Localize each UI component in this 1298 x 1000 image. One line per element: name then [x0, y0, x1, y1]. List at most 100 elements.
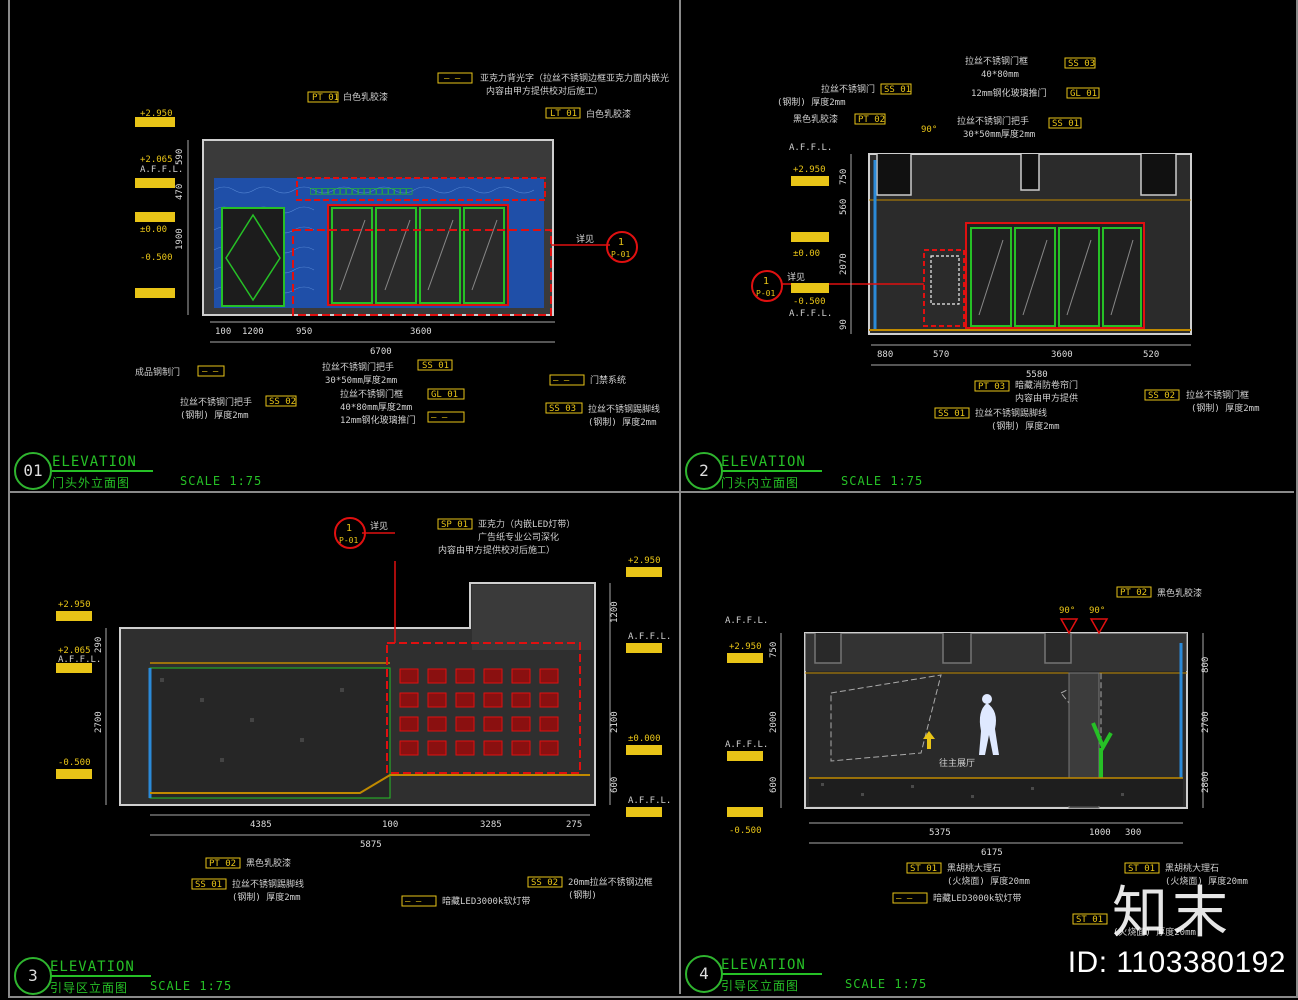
- svg-text:+2.950: +2.950: [628, 556, 661, 566]
- svg-text:SP 01: SP 01: [441, 520, 468, 530]
- svg-text:ST 01: ST 01: [1128, 864, 1155, 874]
- svg-text:1: 1: [346, 523, 352, 534]
- svg-text:PT 02: PT 02: [858, 115, 885, 125]
- svg-text:— —: — —: [553, 376, 570, 386]
- svg-text:详见: 详见: [787, 271, 805, 283]
- svg-text:1000: 1000: [1089, 828, 1111, 838]
- svg-text:1: 1: [763, 276, 769, 287]
- svg-text:275: 275: [566, 820, 582, 830]
- svg-text:6175: 6175: [981, 848, 1003, 858]
- svg-text:(钢制) 厚度2mm: (钢制) 厚度2mm: [991, 420, 1060, 432]
- svg-text:黑胡桃大理石: 黑胡桃大理石: [1165, 862, 1219, 874]
- svg-text:1200: 1200: [242, 327, 264, 337]
- svg-text:1200: 1200: [610, 601, 620, 623]
- svg-text:+2.065: +2.065: [58, 646, 91, 656]
- svg-text:20mm拉丝不锈钢边框: 20mm拉丝不锈钢边框: [568, 876, 653, 888]
- svg-text:90: 90: [839, 319, 849, 330]
- svg-text:黑色乳胶漆: 黑色乳胶漆: [246, 857, 291, 869]
- svg-text:P-01: P-01: [339, 536, 358, 545]
- elevation-panel-1: □□□□□□□□□□□□□□□□□ 1 P-01 详见 +2.950 +2.06…: [10, 0, 678, 491]
- svg-text:100: 100: [382, 820, 398, 830]
- svg-text:PT 02: PT 02: [209, 859, 236, 869]
- vertical-divider: [679, 0, 681, 994]
- svg-text:600: 600: [610, 777, 620, 793]
- svg-text:成品钢制门: 成品钢制门: [135, 366, 180, 378]
- svg-text:— —: — —: [202, 367, 219, 377]
- svg-text:□□□□□□□□□□□□□□□□□: □□□□□□□□□□□□□□□□□: [310, 186, 412, 197]
- svg-text:SS 03: SS 03: [549, 404, 576, 414]
- panel-title: ELEVATION: [50, 959, 151, 977]
- svg-text:拉丝不锈钢门把手: 拉丝不锈钢门把手: [957, 115, 1029, 127]
- watermark-id: ID: 1103380192: [1067, 946, 1286, 979]
- svg-text:SS 02: SS 02: [531, 878, 558, 888]
- svg-text:— —: — —: [431, 413, 448, 423]
- panel-title: ELEVATION: [52, 454, 153, 472]
- svg-text:30*50mm厚度2mm: 30*50mm厚度2mm: [325, 374, 397, 386]
- watermark-logo: 知末: [1112, 881, 1232, 946]
- svg-text:SS 01: SS 01: [884, 85, 911, 95]
- svg-text:拉丝不锈钢门把手: 拉丝不锈钢门把手: [180, 396, 252, 408]
- svg-text:拉丝不锈钢踢脚线: 拉丝不锈钢踢脚线: [588, 403, 660, 415]
- svg-text:SS 02: SS 02: [269, 397, 296, 407]
- svg-text:门禁系统: 门禁系统: [590, 374, 626, 386]
- panel-subtitle: 引导区立面图: [50, 981, 129, 995]
- svg-text:1900: 1900: [175, 228, 185, 250]
- sheet-frame: [8, 0, 1298, 998]
- svg-text:2700: 2700: [94, 711, 104, 733]
- svg-text:黑色乳胶漆: 黑色乳胶漆: [793, 113, 838, 125]
- svg-text:290: 290: [94, 637, 104, 653]
- svg-text:5875: 5875: [360, 840, 382, 850]
- elevation-drawing-1: □□□□□□□□□□□□□□□□□ 1 P-01 详见 +2.950 +2.06…: [135, 72, 669, 428]
- svg-text:800: 800: [1201, 657, 1211, 673]
- svg-text:-0.500: -0.500: [140, 253, 173, 263]
- panel-number-badge: 2: [685, 452, 723, 490]
- svg-text:LT 01: LT 01: [550, 109, 577, 119]
- svg-text:A.F.F.L.: A.F.F.L.: [140, 165, 183, 175]
- svg-text:-0.500: -0.500: [793, 297, 826, 307]
- svg-text:4385: 4385: [250, 820, 272, 830]
- svg-text:90°: 90°: [1089, 606, 1105, 616]
- elevation-drawing-4: 90°90° PT 02 黑色乳胶漆 A.F.F.L. +2.950 A.F.F…: [725, 586, 1248, 938]
- svg-text:±0.00: ±0.00: [793, 249, 820, 259]
- panel-title: ELEVATION: [721, 454, 822, 472]
- svg-text:(钢制) 厚度2mm: (钢制) 厚度2mm: [232, 891, 301, 903]
- svg-text:(火烧面) 厚度20mm: (火烧面) 厚度20mm: [1113, 926, 1196, 938]
- svg-text:-0.500: -0.500: [729, 826, 762, 836]
- svg-text:520: 520: [1143, 350, 1159, 360]
- svg-text:750: 750: [769, 642, 779, 658]
- panel-scale: SCALE 1:75: [180, 474, 263, 488]
- svg-text:白色乳胶漆: 白色乳胶漆: [343, 91, 388, 103]
- svg-text:暗藏LED3000k软灯带: 暗藏LED3000k软灯带: [933, 892, 1021, 904]
- svg-text:详见: 详见: [576, 233, 594, 245]
- svg-text:SS 01: SS 01: [1052, 119, 1079, 129]
- svg-text:A.F.F.L.: A.F.F.L.: [789, 143, 832, 153]
- svg-text:+2.065: +2.065: [140, 155, 173, 165]
- svg-text:750: 750: [839, 169, 849, 185]
- svg-text:(钢制) 厚度2mm: (钢制) 厚度2mm: [777, 96, 846, 108]
- svg-text:+2.950: +2.950: [58, 600, 91, 610]
- svg-text:470: 470: [175, 184, 185, 200]
- svg-text:拉丝不锈钢门把手: 拉丝不锈钢门把手: [322, 361, 394, 373]
- svg-text:2000: 2000: [769, 711, 779, 733]
- svg-text:内容由甲方提供: 内容由甲方提供: [1015, 392, 1078, 404]
- svg-text:白色乳胶漆: 白色乳胶漆: [586, 108, 631, 120]
- svg-text:30*50mm厚度2mm: 30*50mm厚度2mm: [963, 128, 1035, 140]
- svg-text:黑胡桃大理石: 黑胡桃大理石: [947, 862, 1001, 874]
- svg-text:2700: 2700: [1201, 711, 1211, 733]
- svg-text:内容由甲方提供校对后施工）: 内容由甲方提供校对后施工）: [486, 85, 603, 97]
- svg-text:40*80mm厚度2mm: 40*80mm厚度2mm: [340, 401, 412, 413]
- elevation-panel-4: 90°90° PT 02 黑色乳胶漆 A.F.F.L. +2.950 A.F.F…: [681, 493, 1293, 993]
- panel-subtitle: 引导区立面图: [721, 979, 800, 993]
- svg-text:(钢制) 厚度2mm: (钢制) 厚度2mm: [588, 416, 657, 428]
- svg-text:A.F.F.L.: A.F.F.L.: [628, 796, 671, 806]
- elevation-drawing-3: 1P-01 详见 +2.950 +2.065 A.F.F.L. -0.500 +…: [56, 517, 671, 907]
- svg-text:GL 01: GL 01: [431, 390, 458, 400]
- svg-text:2070: 2070: [839, 253, 849, 275]
- svg-text:(钢制) 厚度2mm: (钢制) 厚度2mm: [1191, 402, 1260, 414]
- svg-text:2100: 2100: [610, 711, 620, 733]
- svg-text:600: 600: [769, 777, 779, 793]
- svg-text:90°: 90°: [1059, 606, 1075, 616]
- panel-scale: SCALE 1:75: [150, 979, 233, 993]
